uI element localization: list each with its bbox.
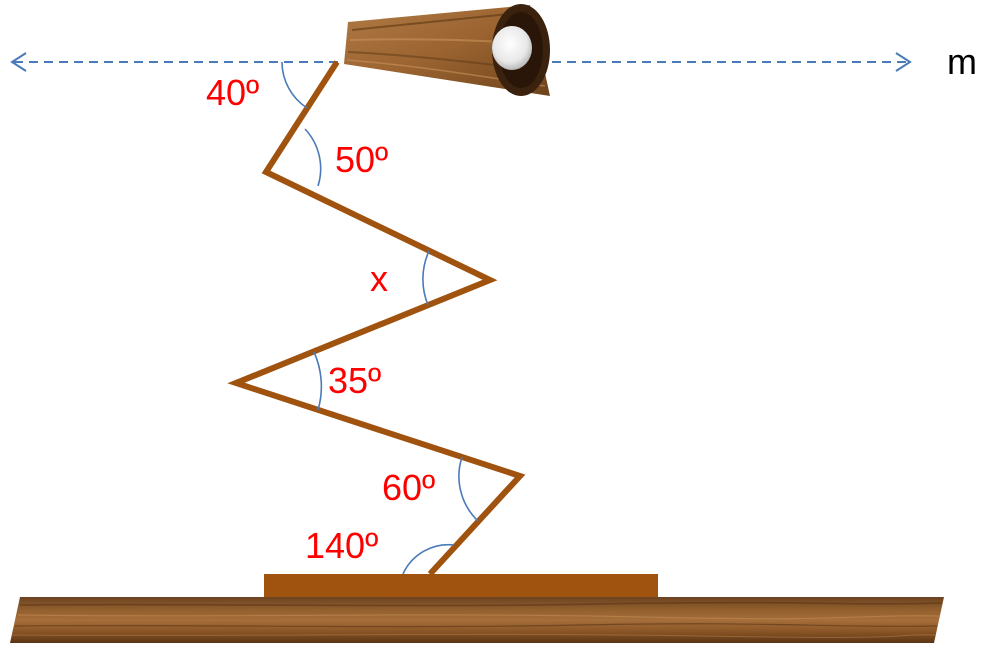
angle-label-60: 60º [382,467,435,508]
table-surface [10,597,944,643]
arrow-right-icon [895,52,912,72]
angle-label-50: 50º [335,139,388,180]
arc-50 [304,128,322,187]
angle-arcs [281,61,479,575]
lamp-base [264,574,658,597]
arrow-left-icon [10,52,27,72]
lamp-arm [227,60,526,577]
angle-label-140: 140º [305,525,378,566]
angle-label-40: 40º [206,72,259,113]
angle-label-35: 35º [328,360,381,401]
arc-140 [402,543,455,575]
arc-40 [281,61,308,109]
arc-35 [313,351,323,411]
bulb-icon [492,26,532,70]
lamp-shade [344,4,550,96]
line-m [10,52,912,72]
arc-x [422,250,430,306]
arc-60 [458,456,479,522]
line-label-m: m [947,41,977,82]
angle-label-x: x [370,258,388,299]
